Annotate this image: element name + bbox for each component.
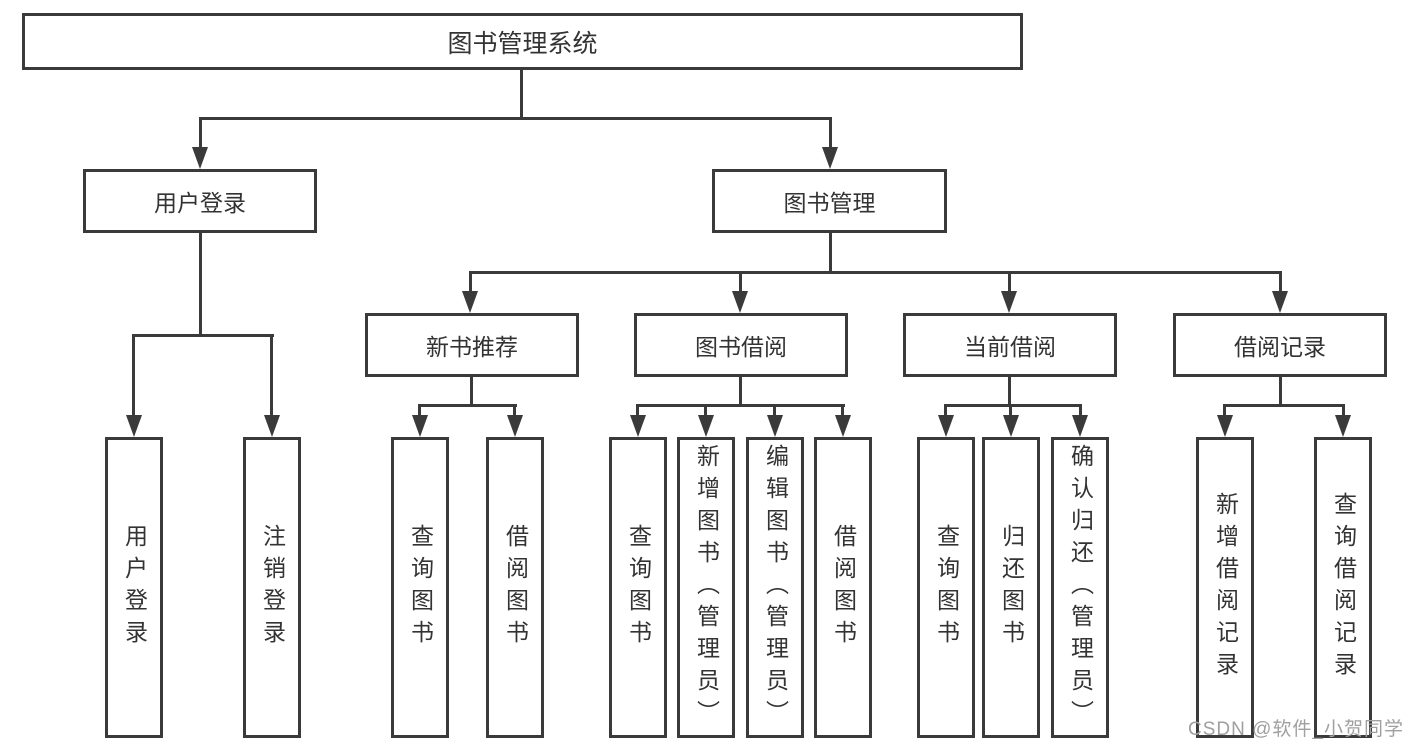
arrowhead-down-icon [1272,291,1288,313]
arrowhead-down-icon [822,147,838,169]
arrowhead-down-icon [192,147,208,169]
v-line [470,376,473,406]
v-line [739,376,742,406]
v-line [739,271,742,293]
v-line [199,232,202,336]
arrowhead-down-icon [1072,415,1088,437]
leaf-label: 新增图书（管理员） [693,443,720,732]
v-line [513,404,516,417]
leaf-borrow-books-recommend: 借阅图书 [486,437,544,738]
h-line [944,404,1082,407]
leaf-label: 借阅图书 [502,523,529,652]
node-label: 图书管理 [783,190,876,216]
arrowhead-down-icon [835,415,851,437]
leaf-query-books-recommend: 查询图书 [391,437,449,738]
v-line [704,404,707,417]
v-line [944,404,947,417]
v-line [829,233,832,273]
leaf-query-books-current: 查询图书 [917,437,975,738]
node-label: 图书管理系统 [447,29,598,58]
h-line [636,404,845,407]
leaf-label: 查询图书 [407,523,434,652]
leaf-user-login: 用户登录 [105,437,163,738]
leaf-label: 编辑图书（管理员） [762,443,789,732]
leaf-borrow-books-borrow: 借阅图书 [814,437,872,738]
arrowhead-down-icon [507,415,523,437]
h-line [1223,404,1345,407]
arrowhead-down-icon [938,415,954,437]
v-line [1079,404,1082,417]
v-line [829,117,832,150]
v-line [199,117,202,150]
leaf-logout: 注销登录 [243,437,301,738]
node-book-borrowing: 图书借阅 [634,313,848,377]
leaf-add-book-admin: 新增图书（管理员） [677,437,735,738]
node-label: 借阅记录 [1234,334,1326,360]
watermark: CSDN @软件_小贺同学 [1188,719,1404,740]
v-line [1008,376,1011,406]
node-label: 新书推荐 [426,334,518,360]
node-new-book-recommendation: 新书推荐 [365,313,579,377]
node-label: 图书借阅 [695,334,787,360]
arrowhead-down-icon [767,415,783,437]
v-line [636,404,639,417]
v-line [773,404,776,417]
h-line [469,271,1282,274]
v-line [1342,404,1345,417]
v-line [469,271,472,293]
arrowhead-down-icon [264,415,280,437]
leaf-label: 注销登录 [259,523,286,652]
node-borrowing-records: 借阅记录 [1173,313,1387,377]
v-line [1279,376,1282,406]
node-current-borrowing: 当前借阅 [903,313,1117,377]
v-line [132,334,135,417]
h-line [418,404,517,407]
leaf-confirm-return-admin: 确认归还（管理员） [1051,437,1109,738]
v-line [841,404,844,417]
h-line [133,334,274,337]
v-line [270,334,273,417]
v-line [418,404,421,417]
node-library-management-system: 图书管理系统 [22,13,1023,70]
arrowhead-down-icon [126,415,142,437]
arrowhead-down-icon [698,415,714,437]
leaf-label: 查询图书 [933,523,960,652]
leaf-query-books-borrow: 查询图书 [609,437,667,738]
node-user-login: 用户登录 [83,169,317,233]
v-line [1223,404,1226,417]
arrowhead-down-icon [1335,415,1351,437]
leaf-label: 查询图书 [625,523,652,652]
arrowhead-down-icon [412,415,428,437]
h-line [199,117,832,120]
arrowhead-down-icon [1001,291,1017,313]
leaf-label: 确认归还（管理员） [1067,443,1094,732]
arrowhead-down-icon [1217,415,1233,437]
leaf-label: 用户登录 [121,523,148,652]
leaf-return-book: 归还图书 [982,437,1040,738]
leaf-add-borrow-record: 新增借阅记录 [1196,437,1254,738]
leaf-label: 查询借阅记录 [1330,491,1357,684]
v-line [1009,404,1012,417]
leaf-label: 归还图书 [998,523,1025,652]
arrowhead-down-icon [732,291,748,313]
leaf-edit-book-admin: 编辑图书（管理员） [746,437,804,738]
arrowhead-down-icon [630,415,646,437]
arrowhead-down-icon [1003,415,1019,437]
v-line [520,69,523,118]
node-label: 用户登录 [154,190,246,216]
arrowhead-down-icon [462,291,478,313]
node-book-management: 图书管理 [712,169,947,233]
node-label: 当前借阅 [964,334,1056,360]
leaf-label: 新增借阅记录 [1212,491,1239,684]
leaf-label: 借阅图书 [830,523,857,652]
v-line [1008,271,1011,293]
leaf-query-borrow-record: 查询借阅记录 [1314,437,1372,738]
v-line [1279,271,1282,293]
